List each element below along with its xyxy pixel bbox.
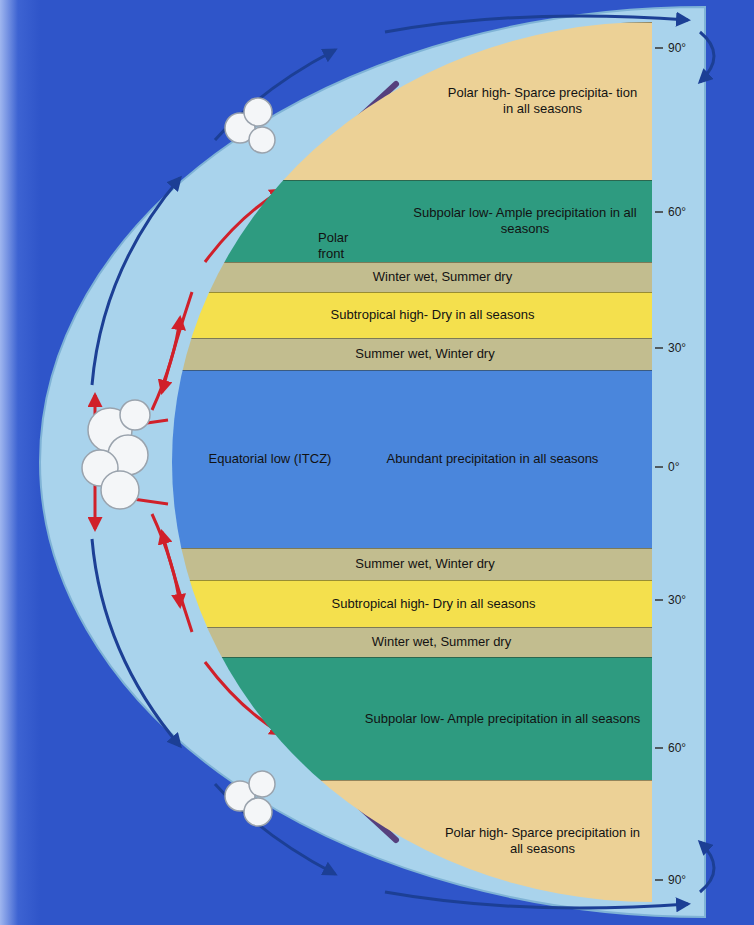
band-heading: Subpolar low- Ample precipitation in all… bbox=[360, 711, 645, 727]
band-description: Abundant precipitation in all seasons bbox=[345, 451, 640, 467]
latitude-label: 30° bbox=[668, 593, 728, 607]
latitude-label: 30° bbox=[668, 341, 728, 355]
climate-band: Subpolar low- Ample precipitation in all… bbox=[0, 657, 652, 780]
band-heading: Subtropical high- Dry in all seasons bbox=[220, 307, 645, 323]
front-label: Polar front bbox=[318, 230, 374, 261]
band-heading: Polar high- Sparce precipita- tion in al… bbox=[440, 85, 645, 116]
band-heading: Subpolar low- Ample precipitation in all… bbox=[405, 205, 645, 236]
band-heading: Summer wet, Winter dry bbox=[205, 346, 645, 362]
latitude-ticks bbox=[655, 48, 663, 880]
latitude-label: 60° bbox=[668, 205, 728, 219]
band-heading: Summer wet, Winter dry bbox=[205, 556, 645, 572]
latitude-label: 90° bbox=[668, 873, 728, 887]
band-heading: Winter wet, Summer dry bbox=[240, 269, 645, 285]
latitude-label: 90° bbox=[668, 41, 728, 55]
latitude-label: 0° bbox=[668, 460, 728, 474]
band-heading: Polar high- Sparce precipitation in all … bbox=[440, 825, 645, 856]
latitude-label: 60° bbox=[668, 741, 728, 755]
band-heading: Equatorial low (ITCZ) bbox=[200, 451, 340, 467]
band-heading: Subtropical high- Dry in all seasons bbox=[222, 596, 645, 612]
band-heading: Winter wet, Summer dry bbox=[238, 634, 645, 650]
